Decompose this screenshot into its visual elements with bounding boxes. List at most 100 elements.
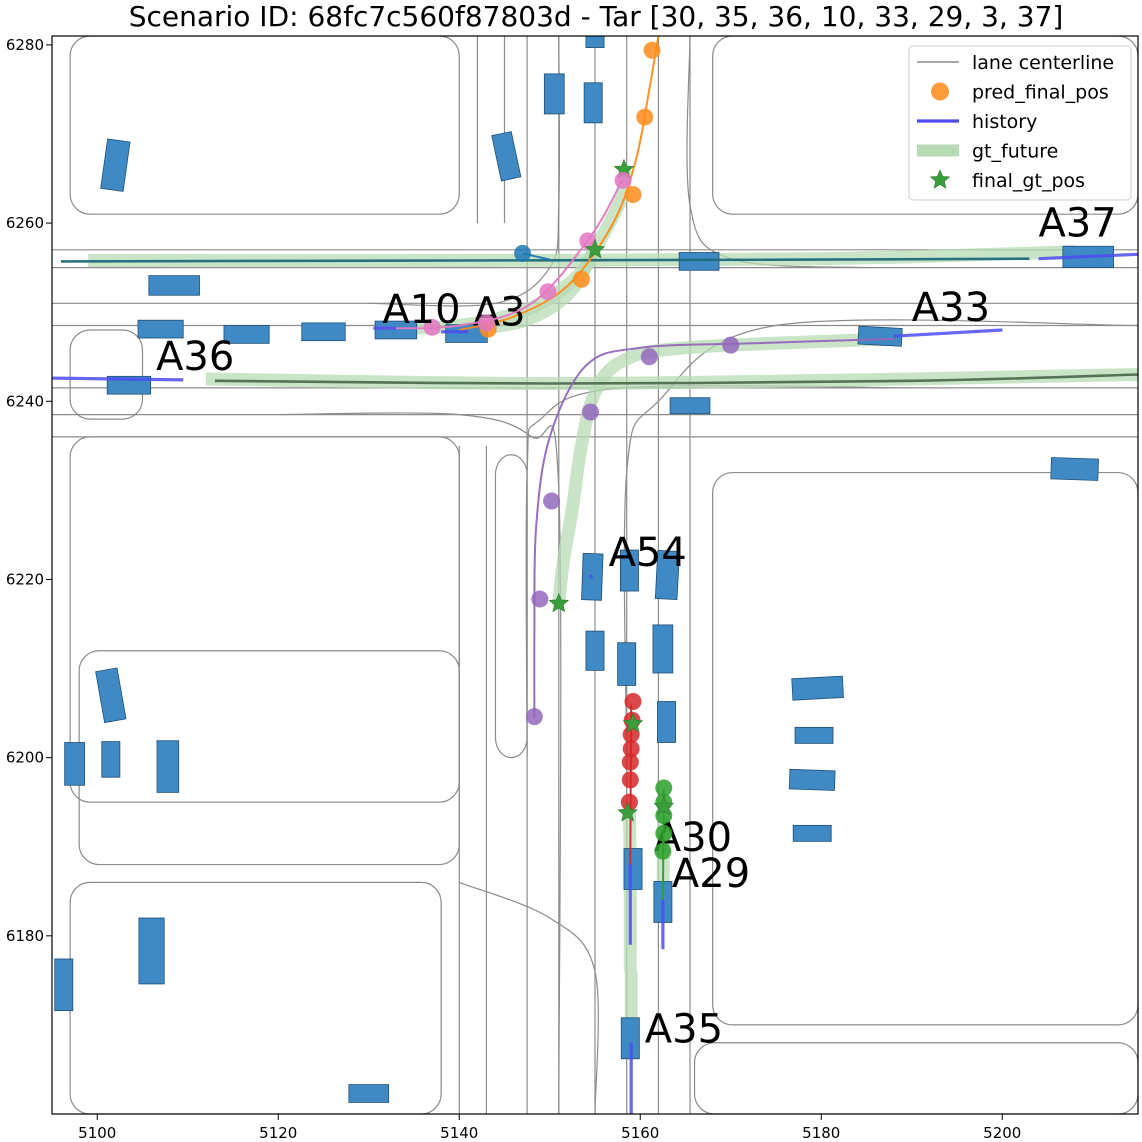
final-gt-pos-marker — [548, 592, 570, 613]
agent-label: A29 — [672, 851, 750, 897]
agent-label: A33 — [912, 285, 990, 331]
pred-final-pos-marker — [624, 186, 642, 204]
y-tick-label: 6220 — [6, 570, 44, 588]
vehicle-box — [148, 275, 200, 296]
pred-final-pos-marker — [539, 283, 557, 301]
history-line — [588, 574, 593, 579]
vehicle-box — [585, 36, 605, 48]
final-gt-pos-marker — [622, 713, 644, 733]
lane-centerline — [278, 412, 562, 1114]
pred-final-pos-marker — [620, 793, 638, 811]
vehicle-box — [617, 642, 637, 686]
vehicle-box — [223, 325, 270, 344]
vehicle-box — [857, 325, 903, 347]
legend-label: pred_final_pos — [972, 82, 1109, 104]
agent-label: A54 — [609, 530, 687, 576]
pred-final-pos-marker — [525, 708, 543, 726]
final-gt-pos-marker — [653, 795, 675, 816]
pred-final-pos-marker — [581, 403, 599, 421]
x-tick-label: 5120 — [259, 1124, 297, 1142]
vehicle-box — [54, 958, 74, 1012]
lane-centerline — [693, 1042, 1138, 1114]
agent-label: A10 — [382, 287, 460, 333]
final-gt-pos-marker — [617, 802, 638, 822]
pred-final-pos-marker — [622, 725, 640, 743]
legend-swatch-pred — [931, 82, 949, 101]
gt-future-band — [552, 332, 894, 603]
history-line — [52, 376, 184, 382]
vehicle-box — [374, 320, 418, 340]
vehicle-box — [137, 319, 184, 339]
lane-centerline — [69, 36, 460, 215]
chart-title: Scenario ID: 68fc7c560f87803d - Tar [30,… — [129, 0, 1064, 33]
pred-final-pos-marker — [636, 108, 654, 126]
predicted-trajectory — [214, 373, 1138, 385]
pred-final-pos-marker — [622, 740, 640, 758]
plot-frame — [51, 35, 1139, 1115]
vehicle-box — [138, 917, 165, 985]
vehicle-box — [794, 726, 834, 744]
lane-centerline — [78, 650, 460, 866]
pred-final-pos-marker — [514, 244, 532, 262]
vehicle-box — [669, 397, 711, 415]
vehicle-box — [652, 624, 674, 674]
legend-label: gt_future — [972, 141, 1058, 163]
pred-final-pos-marker — [579, 232, 597, 250]
pred-final-pos-marker — [624, 693, 642, 711]
vehicle-box — [583, 82, 603, 124]
legend-label: final_gt_pos — [972, 170, 1085, 192]
y-tick-label: 6240 — [6, 392, 44, 410]
lane-centerline — [368, 36, 561, 307]
pred-final-pos-marker — [654, 842, 672, 860]
lane-centerline — [712, 36, 1138, 215]
y-tick-label: 6200 — [6, 749, 44, 767]
pred-final-pos-marker — [621, 753, 639, 771]
axes: 5100 5120 5140 5160 5180 5200 6180 6200 6220 6240… — [6, 36, 1022, 1142]
vehicle-box — [791, 675, 844, 701]
vehicle-box — [678, 252, 720, 271]
pred-final-pos-marker — [531, 590, 549, 608]
vehicle-box — [619, 549, 639, 592]
history-line — [893, 328, 1003, 338]
final-gt-pos-marker — [584, 239, 606, 259]
y-tick-label: 6280 — [6, 36, 44, 54]
pred-final-pos-marker — [643, 41, 661, 59]
vehicle-box — [301, 322, 346, 342]
lane-centerline — [712, 471, 1138, 1026]
pred-final-pos-marker — [655, 824, 673, 842]
x-tick-label: 5180 — [802, 1124, 840, 1142]
lane-centerline — [69, 881, 442, 1114]
vehicle-box — [1050, 457, 1099, 481]
lane-centerline — [69, 436, 460, 803]
legend-swatch-star — [929, 169, 951, 189]
pred-final-pos-marker — [614, 171, 632, 189]
lane-centerline — [686, 36, 867, 269]
vehicle-box — [95, 667, 127, 724]
x-tick-label: 5100 — [78, 1124, 116, 1142]
y-tick-label: 6180 — [6, 927, 44, 945]
pred-final-pos-marker — [621, 771, 639, 789]
lane-centerline — [459, 881, 599, 1114]
vehicle-box — [348, 1084, 390, 1103]
lane-centerline — [69, 329, 144, 420]
vehicle-box — [654, 549, 680, 601]
vehicle-box — [543, 73, 565, 115]
history-line — [1038, 252, 1138, 261]
x-tick-label: 5160 — [621, 1124, 659, 1142]
pred-final-pos-marker — [655, 779, 673, 797]
predicted-trajectory — [459, 36, 660, 331]
x-tick-label: 5140 — [440, 1124, 478, 1142]
pred-final-pos-marker — [477, 314, 495, 332]
x-tick-label: 5200 — [983, 1124, 1021, 1142]
agent-label: A36 — [156, 334, 234, 380]
y-tick-label: 6260 — [6, 214, 44, 232]
vehicle-box — [585, 630, 605, 671]
legend-label: history — [972, 111, 1037, 133]
legend-label: lane centerline — [972, 52, 1114, 74]
vehicle-box — [101, 741, 121, 778]
vehicle-box — [491, 131, 522, 182]
lane-centerline — [494, 454, 528, 759]
vehicle-box — [788, 768, 836, 791]
